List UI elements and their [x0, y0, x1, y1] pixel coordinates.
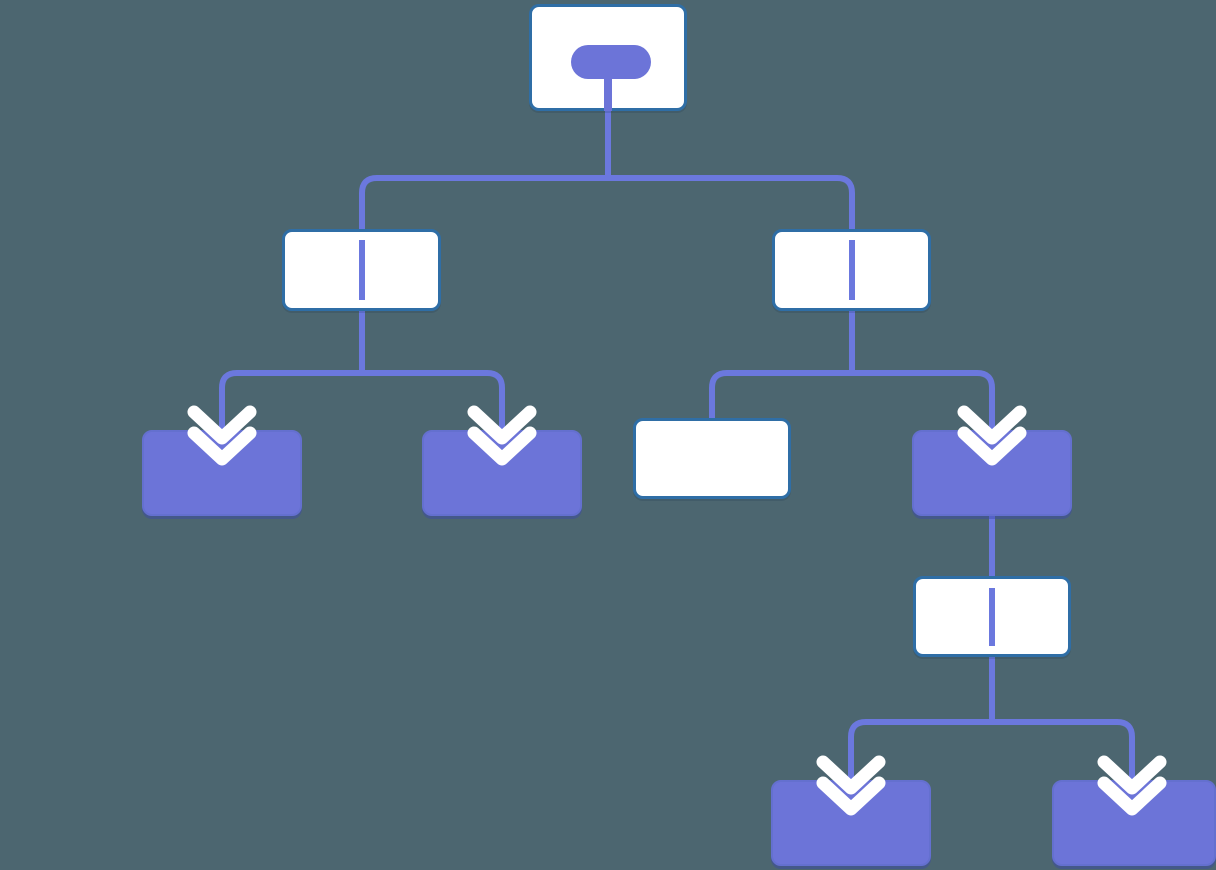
- tree-node-n-l2-d[interactable]: [912, 430, 1072, 516]
- tree-node-label: [285, 232, 438, 308]
- tree-node-n-l3[interactable]: [913, 576, 1071, 657]
- tree-node-label: [636, 421, 788, 496]
- tree-node-n-l1-right[interactable]: [772, 229, 931, 311]
- tree-node-label: [144, 432, 300, 514]
- tree-node-n-l2-c[interactable]: [633, 418, 791, 499]
- tree-node-label: [424, 432, 580, 514]
- tree-node-label: [773, 782, 929, 864]
- tree-node-label: [914, 432, 1070, 514]
- tree-node-label: [775, 232, 928, 308]
- tree-node-n-l4-b[interactable]: [1052, 780, 1216, 866]
- root-pill-badge: [571, 45, 651, 79]
- tree-node-label: [1054, 782, 1214, 864]
- tree-node-label: [916, 579, 1068, 654]
- tree-node-n-l2-a[interactable]: [142, 430, 302, 516]
- tree-node-n-l1-left[interactable]: [282, 229, 441, 311]
- tree-node-n-l4-a[interactable]: [771, 780, 931, 866]
- tree-node-root[interactable]: [529, 4, 687, 111]
- tree-node-n-l2-b[interactable]: [422, 430, 582, 516]
